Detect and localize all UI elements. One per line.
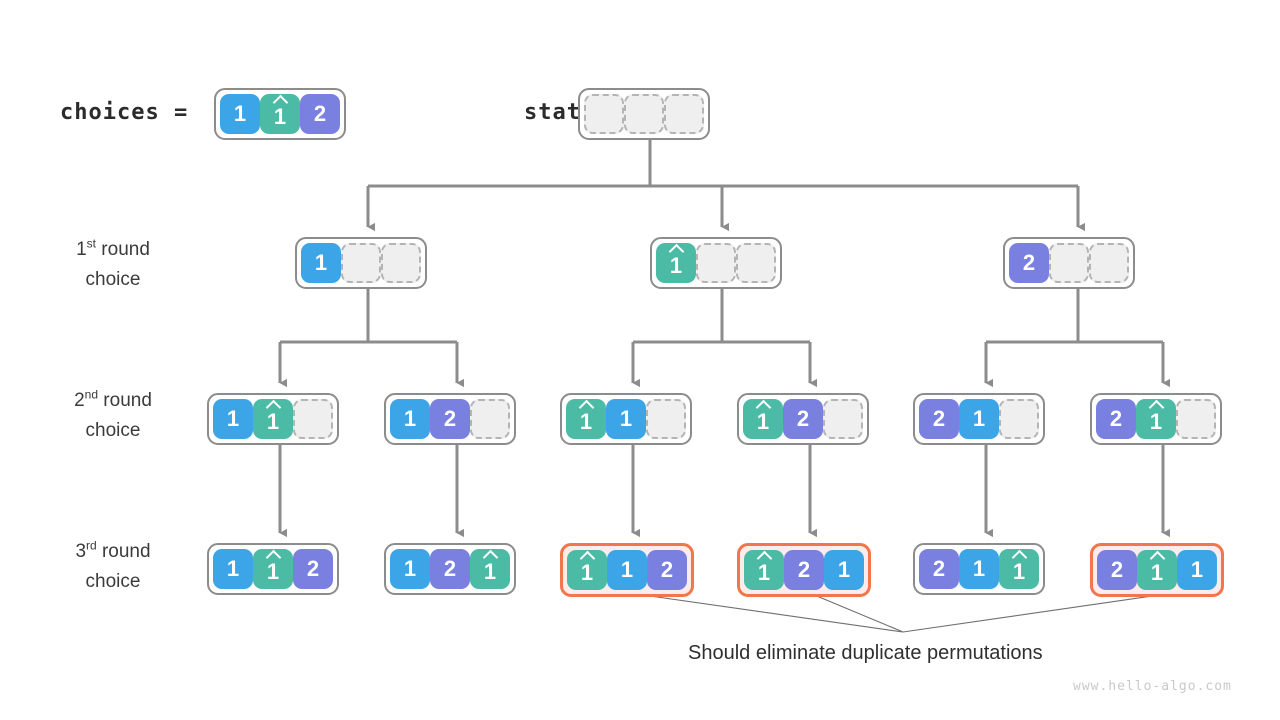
hat-one-icon: 1 <box>670 250 682 277</box>
state-cell-value: 1 <box>656 243 696 283</box>
row-label-round3: 3rd round choice <box>43 537 183 596</box>
row1-line1: 1st round <box>76 237 150 261</box>
state-cell-value: 2 <box>783 399 823 439</box>
state-cell-empty <box>1049 243 1089 283</box>
tree-node-round1-1: 1 <box>295 237 427 289</box>
row-label-round1: 1st round choice <box>43 235 183 294</box>
state-cell-empty <box>646 399 686 439</box>
hat-one-icon: 1 <box>758 557 770 584</box>
state-cell-value: 1 <box>213 549 253 589</box>
state-cell-value: 1 <box>253 399 293 439</box>
state-cell-value: 1 <box>1136 399 1176 439</box>
state-cell-value: 1 <box>390 399 430 439</box>
state-cell-value: 1 <box>1177 550 1217 590</box>
choices-label: choices = <box>60 100 189 125</box>
state-cell-empty <box>999 399 1039 439</box>
state-cell-empty <box>1176 399 1216 439</box>
state-cell-empty <box>696 243 736 283</box>
state-cell-value: 2 <box>1097 550 1137 590</box>
state-cell-value: 2 <box>647 550 687 590</box>
state-cell-value: 1 <box>743 399 783 439</box>
state-cell-empty <box>1089 243 1129 283</box>
row2-line2: choice <box>85 419 141 441</box>
state-cell-value: 1 <box>1137 550 1177 590</box>
row-label-round2: 2nd round choice <box>43 386 183 445</box>
state-cell-value: 1 <box>567 550 607 590</box>
state-cell-empty <box>293 399 333 439</box>
state-cell-value: 2 <box>430 549 470 589</box>
row2-line1: 2nd round <box>74 388 152 412</box>
state-cell-value: 1 <box>253 549 293 589</box>
state-cell-value: 2 <box>293 549 333 589</box>
state-cell-empty <box>736 243 776 283</box>
state-cell-empty <box>470 399 510 439</box>
hat-one-icon: 1 <box>267 406 279 433</box>
state-cell-value: 1 <box>260 94 300 134</box>
state-cell-value: 1 <box>390 549 430 589</box>
state-cell-value: 1 <box>606 399 646 439</box>
tree-node-round1-3: 2 <box>1003 237 1135 289</box>
state-cell-empty <box>624 94 664 134</box>
state-cell-value: 1 <box>470 549 510 589</box>
state-cell-value: 1 <box>607 550 647 590</box>
state-cell-value: 1 <box>301 243 341 283</box>
state-cell-empty <box>381 243 421 283</box>
state-cell-value: 1 <box>213 399 253 439</box>
hat-one-icon: 1 <box>1013 556 1025 583</box>
state-cell-value: 2 <box>430 399 470 439</box>
state-cell-empty <box>823 399 863 439</box>
hat-one-icon: 1 <box>274 101 286 128</box>
row3-line2: choice <box>85 570 141 592</box>
state-array <box>578 88 710 140</box>
hat-one-icon: 1 <box>484 556 496 583</box>
hat-one-icon: 1 <box>1151 557 1163 584</box>
state-cell-value: 2 <box>1009 243 1049 283</box>
state-cell-value: 2 <box>784 550 824 590</box>
state-cell-value: 1 <box>959 549 999 589</box>
state-cell-value: 1 <box>999 549 1039 589</box>
callout-caption: Should eliminate duplicate permutations <box>688 642 1043 664</box>
state-cell-value: 1 <box>566 399 606 439</box>
state-cell-empty <box>664 94 704 134</box>
hat-one-icon: 1 <box>267 556 279 583</box>
state-cell-value: 1 <box>824 550 864 590</box>
row1-line2: choice <box>85 268 141 290</box>
watermark: www.hello-algo.com <box>1073 679 1232 694</box>
state-cell-value: 2 <box>919 399 959 439</box>
row3-line1: 3rd round <box>75 539 151 563</box>
state-cell-value: 1 <box>959 399 999 439</box>
state-cell-value: 1 <box>220 94 260 134</box>
state-cell-value: 2 <box>300 94 340 134</box>
hat-one-icon: 1 <box>1150 406 1162 433</box>
hat-one-icon: 1 <box>581 557 593 584</box>
hat-one-icon: 1 <box>757 406 769 433</box>
state-cell-value: 2 <box>1096 399 1136 439</box>
state-cell-value: 1 <box>744 550 784 590</box>
state-cell-empty <box>584 94 624 134</box>
state-cell-empty <box>341 243 381 283</box>
state-cell-value: 2 <box>919 549 959 589</box>
hat-one-icon: 1 <box>580 406 592 433</box>
tree-node-round1-2: 1 <box>650 237 782 289</box>
